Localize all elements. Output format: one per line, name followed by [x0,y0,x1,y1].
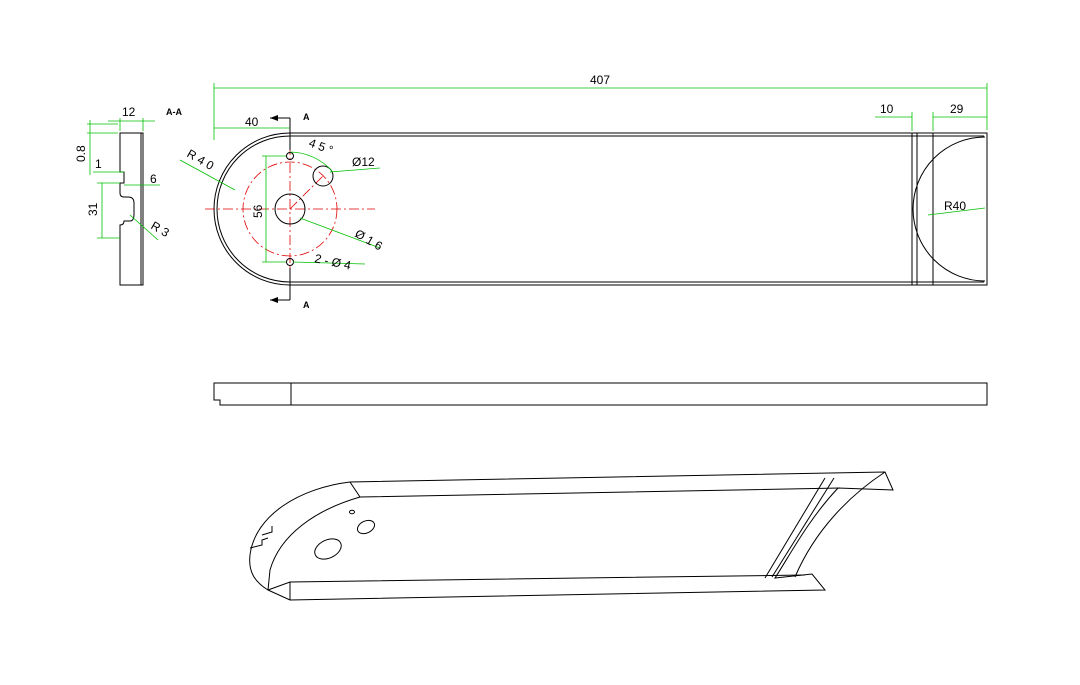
section-lip-label: 0.8 [74,145,88,162]
section-notch-height-label: 31 [86,202,100,216]
angle-label: 4 5 ° [307,136,335,158]
offset-hole-label: Ø12 [352,155,375,169]
offset-hole-dimension: Ø12 [329,155,381,173]
end-radius-label: R40 [944,199,966,213]
cut-label-bottom: A [303,300,310,310]
end-width-dimension: 29 [933,102,987,118]
nose-radius-dimension: R 4 0 [179,146,236,191]
cut-label-top: A [303,112,310,122]
section-notch-depth-label: 6 [150,172,157,186]
left-offset-dimension: 40 [214,115,290,129]
offset-hole [312,165,334,187]
section-notch-radius-dimension: R 3 [129,214,172,241]
small-hole-dimension: 2 - Ø 4 [292,251,366,273]
section-notch-depth-dimension: 6 [124,172,160,186]
section-thickness-dimension: 12 [108,105,155,131]
iso-small-hole [349,509,355,515]
section-view-a-a: 12 A-A 0.8 1 6 31 R 3 [74,105,182,286]
overall-length-dimension: 407 [213,73,988,140]
section-thickness-label: 12 [122,105,136,119]
hole-pitch-label: 56 [251,204,265,218]
small-hole-top [286,152,294,160]
end-width-label: 29 [950,102,964,116]
section-cut-markers: A A [270,112,310,310]
nose-radius-label: R 4 0 [185,146,217,173]
section-notch-height-dimension: 31 [86,182,120,239]
section-lip-dimension: 0.8 [74,120,118,175]
section-step-label: 1 [95,157,102,171]
isometric-view [249,471,894,601]
section-notch-radius-label: R 3 [149,218,172,240]
overall-length-label: 407 [590,73,610,87]
center-hole [274,193,306,225]
slot-width-dimension: 10 [875,102,934,131]
centerlines [205,145,375,275]
side-view [213,382,988,406]
iso-offset-hole [356,519,376,535]
iso-center-hole [314,538,342,560]
section-view-label: A-A [166,107,182,117]
small-hole-label: 2 - Ø 4 [313,251,352,272]
hole-pitch-dimension: 56 [251,155,286,263]
slot-width-label: 10 [880,102,894,116]
center-hole-dimension: Ø 1 6 [299,217,386,253]
left-offset-label: 40 [245,115,259,129]
angle-dimension: 4 5 ° [289,136,335,172]
section-step-dimension: 1 [93,157,124,173]
end-radius-dimension: R40 [927,199,986,216]
top-view: A A 407 40 10 29 [179,73,988,310]
center-hole-label: Ø 1 6 [353,226,386,253]
